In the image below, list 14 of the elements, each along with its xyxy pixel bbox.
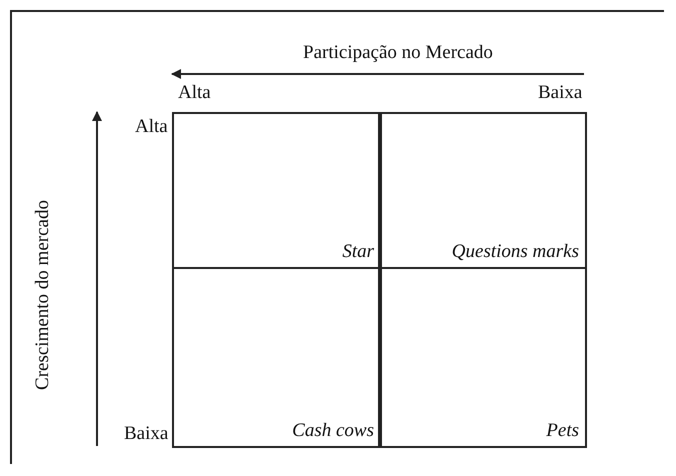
matrix-quadrant	[172, 112, 382, 269]
matrix-quadrant	[378, 267, 587, 448]
axis-end-label: Baixa	[124, 423, 168, 445]
axis-end-label: Baixa	[538, 82, 582, 104]
quadrant-label: Questions marks	[452, 241, 579, 263]
quadrant-label: Cash cows	[292, 420, 374, 442]
axis-end-label: Alta	[178, 82, 211, 104]
quadrant-label: Pets	[546, 420, 579, 442]
axis-title: Crescimento do mercado	[32, 200, 54, 390]
quadrant-label: Star	[342, 241, 374, 263]
axis-end-label: Alta	[135, 116, 168, 138]
axis-title: Participação no Mercado	[303, 42, 493, 64]
matrix-quadrant	[378, 112, 587, 269]
matrix-quadrant	[172, 267, 382, 448]
